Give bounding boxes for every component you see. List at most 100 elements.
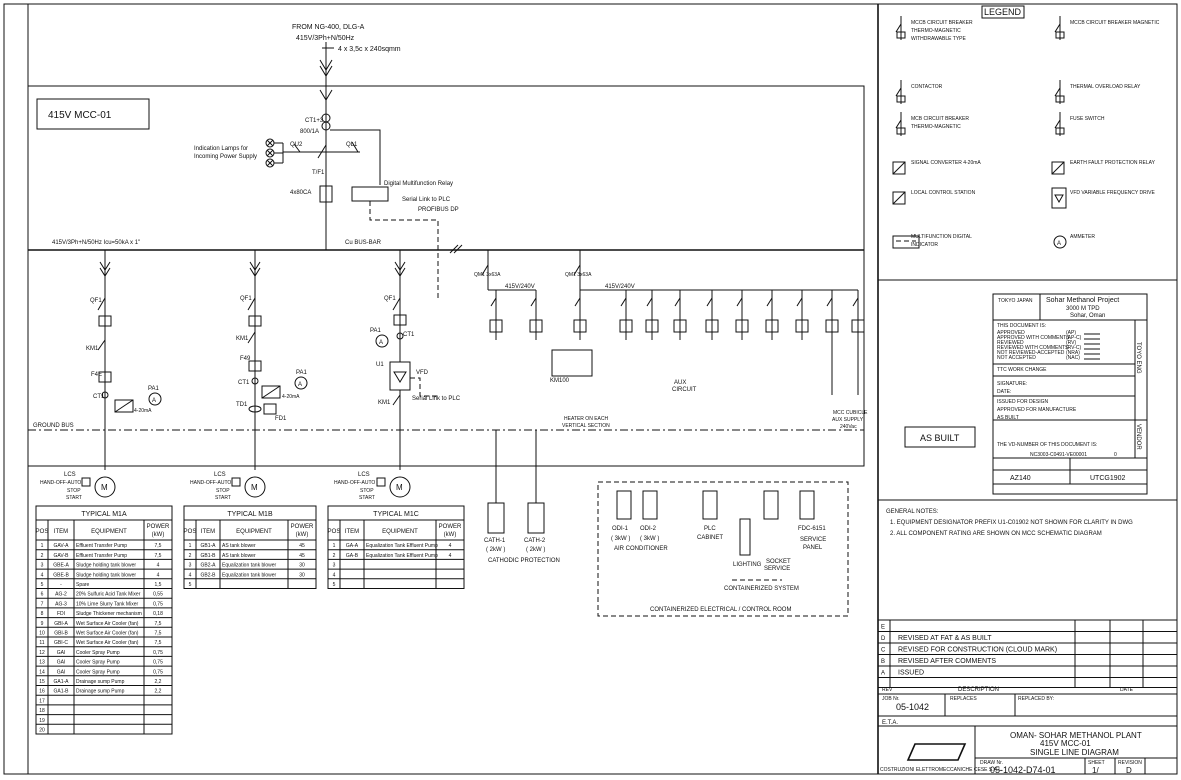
table-cell: 5: [189, 582, 192, 588]
sub-distribution: [481, 250, 858, 291]
mcb-box: [851, 319, 865, 333]
m1c-vfd: VFD: [416, 370, 429, 376]
table-cell: 5: [333, 582, 336, 588]
stamp-location: Sohar, Oman: [1070, 313, 1105, 319]
stamp-item-number: UTCG1902: [1090, 475, 1126, 482]
table-cell: Equalization Tank Effluent Pump: [366, 543, 438, 549]
m1c-pa: PA1: [370, 328, 382, 334]
table-cell: GBI-B: [54, 631, 68, 637]
svg-text:PANEL: PANEL: [803, 545, 823, 551]
stamp-status-code: (RV-C): [1066, 345, 1082, 351]
supply-label: 415V/3Ph+N/50Hz: [296, 35, 355, 42]
signal-converter-icon: [892, 161, 906, 175]
table-cell: 7,5: [155, 543, 162, 549]
stamp-issued: ISSUED FOR DESIGN: [997, 399, 1049, 405]
draw-nr-label: DRAW Nr.: [980, 760, 1003, 766]
stamp-doc-is: THIS DOCUMENT IS:: [997, 323, 1046, 329]
table-header-cell: POWER: [147, 524, 170, 530]
stamp-plant: 3000 M TPD: [1066, 306, 1100, 312]
stamp-statuses: APPROVED(AP)APPROVED WITH COMMENTS(AP-C)…: [997, 330, 1100, 361]
legend-title: LEGEND: [984, 7, 1022, 17]
m1a-pa: PA1: [148, 386, 160, 392]
legend-label: THERMO-MAGNETIC: [911, 124, 961, 130]
table-cell: Wet Surface Air Cooler (fan): [76, 631, 139, 637]
table-cell: 30: [299, 563, 305, 569]
table-cell: GB2-A: [200, 563, 216, 569]
mcb-switch: [574, 297, 581, 307]
mcc-cubicle-1: MCC CUBICLE: [833, 410, 868, 416]
svg-text:A: A: [298, 382, 302, 388]
table-cell: 4: [41, 572, 44, 578]
client-title: OMAN- SOHAR METHANOL PLANT: [1010, 731, 1142, 740]
sheet-label: SHEET: [1088, 760, 1105, 766]
table-cell: Effluent Transfer Pump: [76, 543, 127, 549]
mcb-box: [735, 319, 749, 333]
legend-label: WITHDRAWABLE TYPE: [911, 36, 966, 42]
stamp-status: REVIEWED: [997, 340, 1024, 346]
note-2: 2. ALL COMPONENT RATING ARE SHOWN ON MCC…: [890, 531, 1102, 537]
table-title: TYPICAL M1B: [227, 511, 273, 518]
stamp-status: APPROVED: [997, 330, 1025, 336]
table-cell: 0,75: [153, 660, 163, 666]
local-control-icon: [892, 191, 906, 205]
overload-relay-icon: [1054, 80, 1065, 104]
table-cell: GA1-B: [53, 689, 69, 695]
m1a-qf: QF1: [90, 298, 102, 304]
table-cell: 18: [39, 708, 45, 714]
stamp-asbuilt: AS BUILT: [997, 415, 1019, 421]
table-cell: GB1-A: [200, 543, 216, 549]
table-cell: 16: [39, 689, 45, 695]
table-cell: 2,2: [155, 679, 162, 685]
table-header-cell: POS: [36, 529, 49, 535]
table-cell: 4: [449, 553, 452, 559]
svg-text:AUX SUPPLY: AUX SUPPLY: [832, 417, 864, 423]
table-header-cell: POWER: [291, 524, 314, 530]
table-cell: 2: [333, 553, 336, 559]
m1c-qf: QF1: [384, 296, 396, 302]
table-header-cell: (kW): [296, 532, 309, 538]
table-cell: Cooler Spray Pump: [76, 669, 120, 675]
legend-label: MULTIFUNCTION DIGITAL: [911, 234, 972, 240]
m1a-lcs: LCS: [64, 472, 76, 478]
table-header-cell: EQUIPMENT: [382, 529, 418, 535]
mcb-box: [765, 319, 779, 333]
sheet-number: 1/: [1092, 766, 1099, 775]
mcb-switch: [796, 297, 803, 307]
legend-label: MCB CIRCUIT BREAKER: [911, 116, 969, 122]
revision-letter: E: [881, 625, 885, 631]
table-cell: 7: [41, 601, 44, 607]
m1b-motor: [244, 476, 266, 498]
stamp-status-code: (AP): [1066, 330, 1076, 336]
cable-label: 4 x 3,5c x 240sqmm: [338, 46, 401, 53]
ac1-kw: ( 3kW ): [611, 536, 630, 542]
mcb-switch: [766, 297, 773, 307]
table-cell: GBE-A: [53, 563, 69, 569]
m1a-km: KM1: [86, 346, 99, 352]
qu2-label: QU2: [290, 142, 303, 148]
socket-label: SOCKET: [766, 559, 791, 565]
table-cell: GAI: [57, 660, 66, 666]
stamp-rev: 0: [1114, 452, 1117, 458]
stamp-status: NOT REVIEWED-ACCEPTED: [997, 350, 1065, 356]
m1b-km: KM1: [236, 336, 249, 342]
svg-text:CABINET: CABINET: [697, 535, 723, 541]
supply-240-a: 415V/240V: [505, 284, 535, 290]
m1a-stop: STOP: [67, 488, 81, 494]
table-cell: Drainage sump Pump: [76, 679, 125, 685]
legend-label: AMMETER: [1070, 234, 1095, 240]
indication-lamps: [265, 138, 284, 168]
cath1-kw: ( 2kW ): [486, 547, 505, 553]
m1a-motor-label: M: [101, 483, 108, 492]
draw-nr: 05-1042-D74-01: [990, 765, 1056, 775]
m1b-lcs-icon: [231, 477, 241, 487]
svg-text:A: A: [379, 340, 383, 346]
table-cell: 8: [41, 611, 44, 617]
note-1: 1. EQUIPMENT DESIGNATOR PREFIX U1-C01902…: [890, 520, 1133, 526]
ct-label: CT1+3: [305, 118, 324, 124]
table-title: TYPICAL M1C: [373, 511, 419, 518]
aux-circuit: AUX: [674, 380, 686, 386]
as-built-box: [904, 426, 976, 448]
lighting-label: LIGHTING: [733, 562, 762, 568]
table-cell: 0,75: [153, 650, 163, 656]
